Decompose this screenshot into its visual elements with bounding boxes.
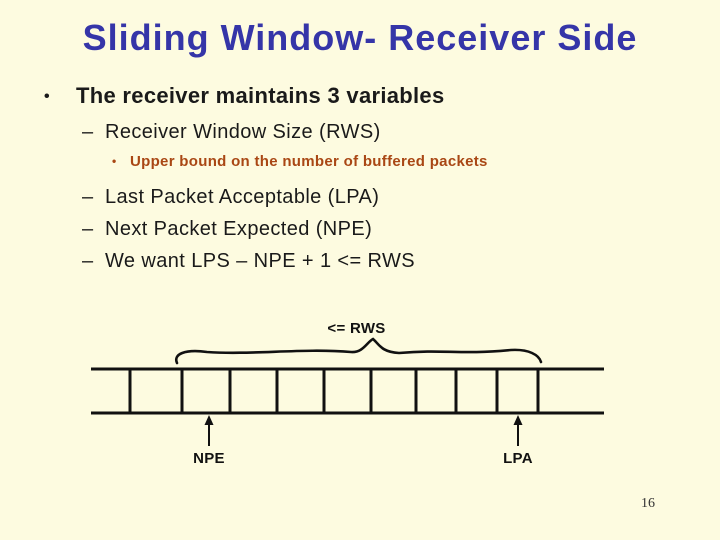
bullet-dot-icon: • — [44, 88, 50, 105]
bullet-item: –We want LPS – NPE + 1 <= RWS — [82, 249, 415, 273]
bullet-dot-icon: • — [112, 154, 117, 168]
npe-label: NPE — [193, 450, 225, 467]
dash-icon: – — [82, 218, 94, 240]
bullet-item: • Upper bound on the number of buffered p… — [112, 153, 488, 171]
bullet-text: Receiver Window Size (RWS) — [105, 121, 381, 143]
page-number: 16 — [641, 496, 655, 511]
bullet-text: Upper bound on the number of buffered pa… — [130, 153, 488, 170]
rws-bound-label: <= RWS — [327, 320, 386, 337]
dash-icon: – — [82, 186, 94, 208]
bullet-text: We want LPS – NPE + 1 <= RWS — [105, 250, 416, 272]
bullet-text: Last Packet Acceptable (LPA) — [105, 186, 380, 208]
dash-icon: – — [82, 121, 94, 143]
bullet-item: –Last Packet Acceptable (LPA) — [82, 185, 379, 209]
dash-icon: – — [82, 250, 94, 272]
page-title: Sliding Window- Receiver Side — [82, 17, 638, 58]
bullet-text: The receiver maintains 3 variables — [76, 83, 445, 108]
bullet-item: • The receiver maintains 3 variables — [44, 83, 445, 109]
bullet-text: Next Packet Expected (NPE) — [105, 218, 373, 240]
bullet-item: –Next Packet Expected (NPE) — [82, 217, 372, 241]
lpa-label: LPA — [503, 450, 533, 467]
bullet-item: –Receiver Window Size (RWS) — [82, 120, 381, 144]
